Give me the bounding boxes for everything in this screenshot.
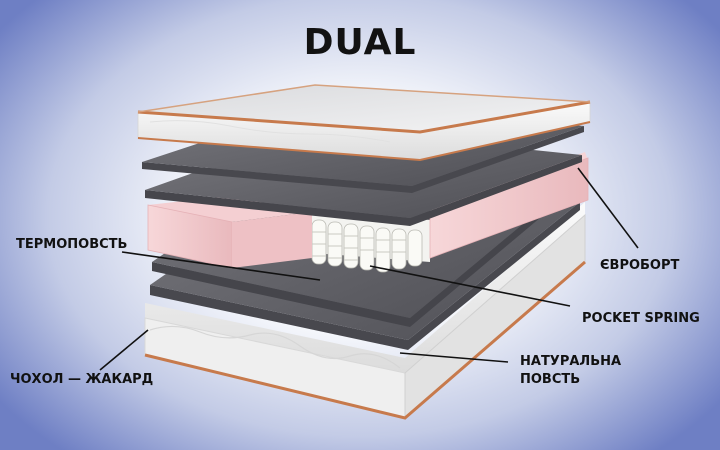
top-cover-layer xyxy=(137,84,591,162)
callout-line-euroboard xyxy=(577,167,639,249)
label-natural-felt-line2: ПОВСТЬ xyxy=(520,372,581,387)
label-cover-jacquard: ЧОХОЛ — ЖАКАРД xyxy=(10,372,154,387)
label-euroboard: ЄВРОБОРТ xyxy=(600,258,680,273)
callout-line-pocket-spring xyxy=(369,265,571,307)
callout-line-natural-felt xyxy=(399,352,509,363)
label-natural-felt-line1: НАТУРАЛЬНА xyxy=(520,354,622,369)
callout-line-thermofelt xyxy=(121,251,321,281)
label-thermofelt: ТЕРМОПОВСТЬ xyxy=(16,237,128,252)
bottom-cover-layer xyxy=(144,202,586,420)
callout-lines xyxy=(99,167,639,371)
product-title: DUAL xyxy=(303,22,417,63)
callout-line-cover xyxy=(99,329,149,371)
label-natural-felt: НАТУРАЛЬНА ПОВСТЬ xyxy=(520,353,621,389)
label-pocket-spring: POCKET SPRING xyxy=(582,311,700,326)
